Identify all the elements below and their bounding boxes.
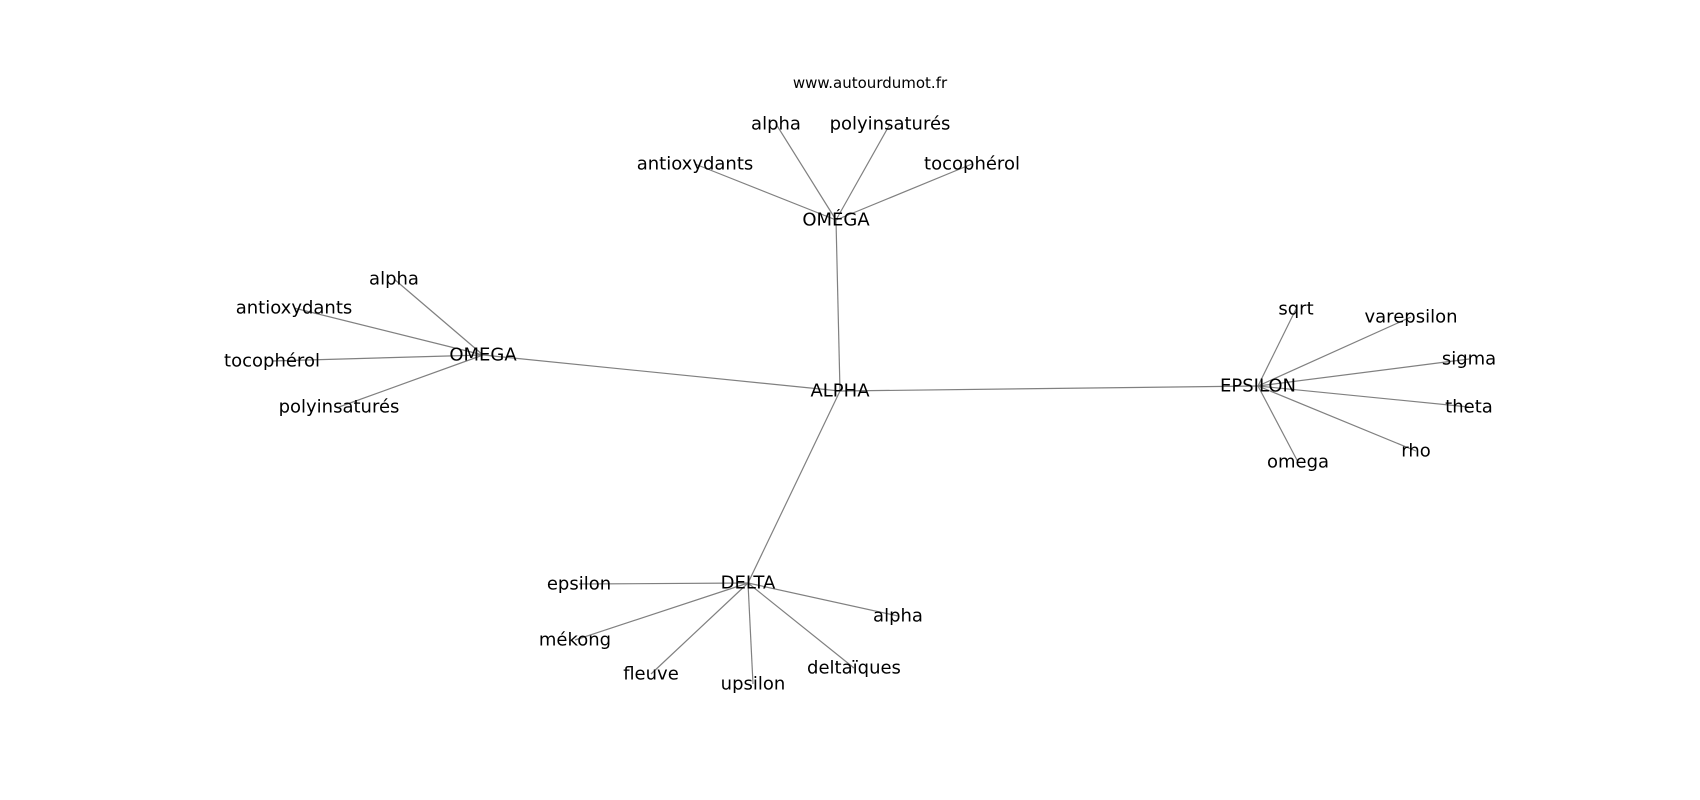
node-delta[interactable]: DELTA <box>721 573 776 594</box>
node-omega-accent[interactable]: OMÉGA <box>802 209 870 231</box>
edge-epsilon-to-epsilon-rho <box>1257 385 1417 452</box>
node-omega-antioxydants[interactable]: antioxydants <box>236 298 353 319</box>
node-omega-accent-alpha[interactable]: alpha <box>751 114 801 135</box>
source-url: www.autourdumot.fr <box>793 74 948 92</box>
labels-layer: ALPHA OMÉGA alpha polyinsaturés antioxydants… <box>224 114 1496 695</box>
node-delta-fleuve[interactable]: fleuve <box>623 664 679 685</box>
edge-delta-to-delta-fleuve <box>650 582 749 675</box>
edges-layer <box>271 123 1470 685</box>
edge-delta-to-delta-deltaiques <box>747 582 855 669</box>
edge-omega-to-omega-polyinsatures <box>338 354 484 408</box>
node-omega[interactable]: OMEGA <box>449 345 517 366</box>
edge-epsilon-to-epsilon-omega <box>1257 385 1299 463</box>
edge-omega-to-omega-alpha <box>393 278 484 356</box>
node-omega-tocopherol[interactable]: tocophérol <box>224 351 320 372</box>
node-omega-polyinsatures[interactable]: polyinsaturés <box>279 397 400 418</box>
edge-alpha-center-to-omega-accent <box>835 219 841 392</box>
edge-alpha-center-to-epsilon <box>839 385 1259 392</box>
node-alpha-center[interactable]: ALPHA <box>810 381 870 402</box>
node-epsilon-rho[interactable]: rho <box>1401 441 1431 462</box>
edge-delta-to-delta-mekong <box>574 582 749 641</box>
edge-delta-to-delta-epsilon <box>578 582 749 585</box>
edge-omega-accent-to-omega-accent-polyinsatures <box>835 123 891 221</box>
edge-epsilon-to-epsilon-sqrt <box>1257 308 1297 387</box>
edge-delta-to-delta-alpha <box>747 582 899 617</box>
edge-alpha-center-to-delta <box>747 390 841 584</box>
node-omega-accent-tocopherol[interactable]: tocophérol <box>924 154 1020 175</box>
edge-omega-accent-to-omega-accent-antioxydants <box>694 163 837 221</box>
edge-epsilon-to-epsilon-theta <box>1257 385 1470 408</box>
node-delta-mekong[interactable]: mékong <box>539 630 611 651</box>
edge-omega-to-omega-tocopherol <box>271 354 484 362</box>
node-epsilon-theta[interactable]: theta <box>1445 397 1493 418</box>
edge-alpha-center-to-omega <box>482 354 841 392</box>
node-epsilon-omega[interactable]: omega <box>1267 452 1329 473</box>
edge-epsilon-to-epsilon-varepsilon <box>1257 316 1412 387</box>
node-delta-upsilon[interactable]: upsilon <box>721 674 786 695</box>
edge-omega-accent-to-omega-accent-alpha <box>775 123 837 221</box>
node-delta-deltaiques[interactable]: deltaïques <box>807 658 901 679</box>
node-delta-alpha[interactable]: alpha <box>873 606 923 627</box>
node-epsilon[interactable]: EPSILON <box>1220 376 1296 397</box>
node-omega-accent-polyinsatures[interactable]: polyinsaturés <box>830 114 951 135</box>
edge-delta-to-delta-upsilon <box>747 582 754 685</box>
edge-omega-accent-to-omega-accent-tocopherol <box>835 163 973 221</box>
node-omega-accent-antioxydants[interactable]: antioxydants <box>637 154 754 175</box>
node-epsilon-varepsilon[interactable]: varepsilon <box>1365 307 1458 328</box>
node-epsilon-sqrt[interactable]: sqrt <box>1278 299 1313 320</box>
edge-omega-to-omega-antioxydants <box>293 307 484 356</box>
node-epsilon-sigma[interactable]: sigma <box>1442 349 1496 370</box>
node-delta-epsilon[interactable]: epsilon <box>547 574 611 595</box>
edge-epsilon-to-epsilon-sigma <box>1257 358 1470 387</box>
node-omega-alpha[interactable]: alpha <box>369 269 419 290</box>
